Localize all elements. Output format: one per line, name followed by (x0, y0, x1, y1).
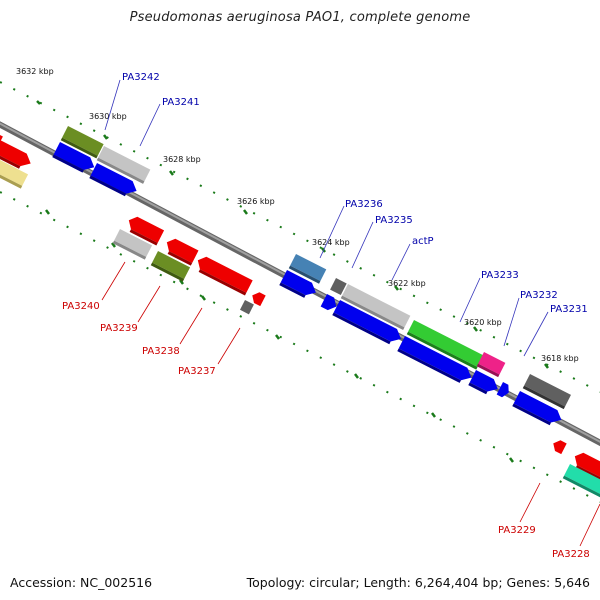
gene-label: PA3240 (62, 301, 100, 312)
gene-label: PA3239 (100, 323, 138, 334)
tick-mark (45, 209, 50, 215)
tick-mark (169, 170, 174, 176)
gene-label: PA3229 (498, 525, 536, 536)
accession-text: Accession: NC_002516 (10, 575, 153, 590)
cds-feature (496, 382, 509, 398)
tick-mark (544, 363, 549, 369)
tick-mark (275, 334, 280, 340)
gene-label: PA3237 (178, 366, 216, 377)
gene-feature-pa3232 (478, 352, 506, 375)
tick-mark (509, 457, 514, 463)
major-ticks (36, 100, 549, 463)
gene-feature-pa3228 (564, 464, 600, 499)
tick-label: 3620 kbp (464, 318, 502, 327)
gene-label: PA3235 (375, 215, 413, 226)
tick-label: 3626 kbp (237, 197, 275, 206)
inner-tick-track (0, 191, 600, 503)
tick-mark (354, 373, 359, 379)
tick-mark (473, 326, 478, 332)
gene-labels-upper: PA3242 PA3241 PA3236 PA3235 actP PA3233 … (122, 72, 588, 315)
tick-mark (243, 209, 248, 215)
gene-label: PA3236 (345, 199, 383, 210)
gene-feature-pa3241 (98, 146, 151, 182)
tick-mark (103, 134, 108, 140)
leader-lines-upper (104, 79, 549, 357)
cds-feature (398, 336, 472, 381)
tick-mark (394, 285, 399, 291)
tick-mark (36, 100, 41, 105)
gene-feature-pa3235 (330, 278, 347, 296)
cds-feature (469, 370, 498, 392)
cds-feature (0, 140, 31, 167)
tick-labels: 3632 kbp 3630 kbp 3628 kbp 3626 kbp 3624… (16, 67, 579, 363)
cds-feature (333, 300, 401, 342)
cds-feature (252, 292, 266, 307)
gene-feature-pa3236 (290, 254, 327, 282)
cds-feature (53, 142, 95, 170)
cds-feature (166, 238, 199, 264)
gene-feature-pa3231 (524, 374, 571, 407)
leader-lines-lower (101, 261, 600, 547)
tick-mark (431, 412, 436, 418)
tick-label: 3624 kbp (312, 238, 350, 247)
features-upper (0, 126, 571, 426)
gene-label: PA3238 (142, 346, 180, 357)
tick-label: 3630 kbp (89, 112, 127, 121)
gene-label: PA3241 (162, 97, 200, 108)
cds-feature (320, 294, 337, 311)
tick-label: 3628 kbp (163, 155, 201, 164)
cds-feature (280, 270, 316, 296)
tick-mark (201, 295, 206, 301)
gene-label: actP (412, 236, 434, 247)
cds-feature (574, 452, 600, 481)
gene-feature-pa3239 (152, 250, 191, 279)
tick-label: 3618 kbp (541, 354, 579, 363)
gene-feature-pa3240 (128, 216, 165, 243)
gene-label: PA3228 (552, 549, 590, 560)
tick-mark (111, 242, 116, 248)
gene-feature-pa3242 (62, 126, 104, 156)
gene-label: PA3233 (481, 270, 519, 281)
gene-label: PA3231 (550, 304, 588, 315)
features-lower (112, 216, 600, 501)
tick-mark (179, 279, 184, 285)
gene-feature-pa3238 (197, 256, 253, 293)
outer-tick-track (0, 81, 600, 393)
tick-label: 3622 kbp (388, 279, 426, 288)
cds-feature (513, 391, 562, 423)
cds-feature (90, 163, 137, 194)
genome-info-text: Topology: circular; Length: 6,264,404 bp… (246, 575, 590, 590)
gene-feature-pa3229 (553, 440, 567, 455)
gene-labels-lower: PA3240 PA3239 PA3238 PA3237 PA3229 PA322… (62, 301, 590, 560)
tick-label: 3632 kbp (16, 67, 54, 76)
gene-label: PA3242 (122, 72, 160, 83)
cds-feature (0, 158, 29, 186)
map-title: Pseudomonas aeruginosa PAO1, complete ge… (129, 10, 471, 25)
gene-label: PA3232 (520, 290, 558, 301)
cds-feature (114, 229, 153, 257)
gene-feature-actp (342, 284, 411, 328)
gene-feature-pa3237 (240, 300, 254, 315)
gene-feature-pa3233 (408, 320, 484, 367)
